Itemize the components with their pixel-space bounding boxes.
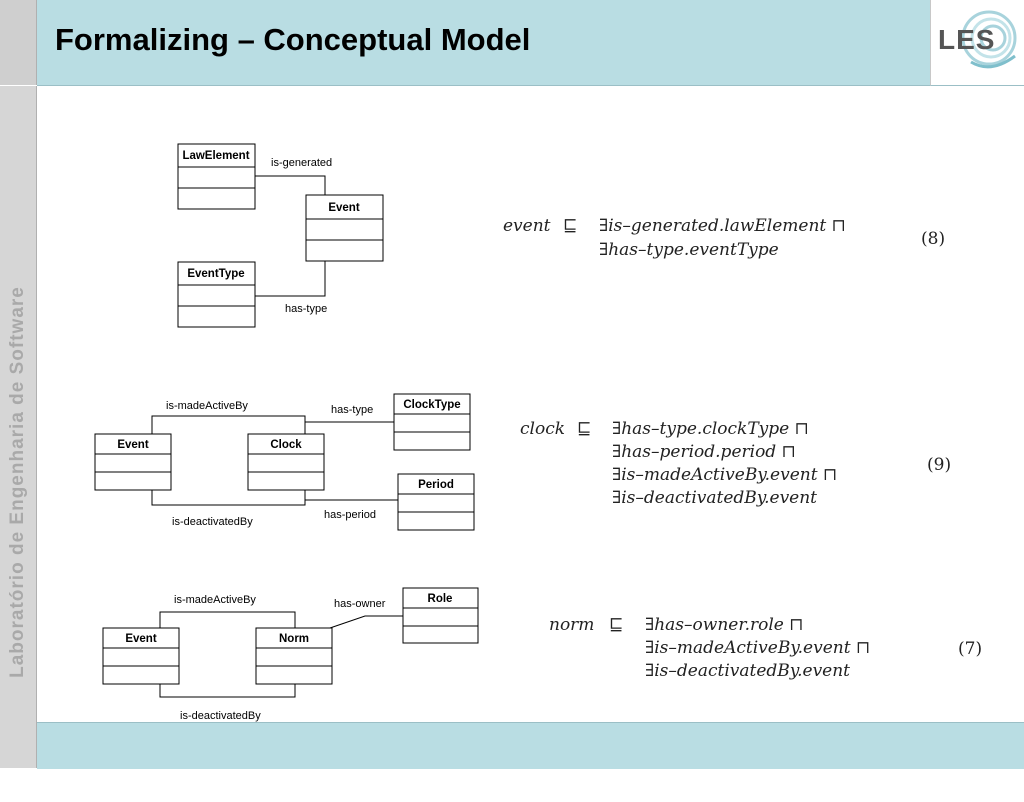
- class-name-eventtype: EventType: [187, 268, 244, 280]
- class-name-clock: Clock: [270, 439, 302, 451]
- relation-label-is-generated: is-generated: [271, 157, 332, 169]
- class-name-lawelement: LawElement: [182, 150, 249, 162]
- formula-line: ∃is–madeActiveBy.event ⊓: [612, 465, 838, 485]
- slide-title: Formalizing – Conceptual Model: [55, 22, 531, 57]
- connector-is-madeActiveBy: [151, 415, 306, 434]
- connector-has-owner: [329, 615, 403, 629]
- connector-has-type: [304, 421, 394, 434]
- relation-label-is-deactivatedBy: is-deactivatedBy: [172, 516, 253, 528]
- formula-line: ∃is–madeActiveBy.event ⊓: [645, 638, 871, 658]
- formula-line: ∃is–deactivatedBy.event: [645, 661, 851, 681]
- formula-lhs: norm: [549, 615, 595, 635]
- relation-label-has-type: has-type: [285, 303, 327, 315]
- class-box-role: [402, 587, 479, 644]
- connector-has-period: [304, 490, 398, 501]
- class-name-event: Event: [328, 202, 359, 214]
- class-name-event: Event: [125, 633, 156, 645]
- class-box-event: [305, 194, 384, 262]
- class-name-norm: Norm: [279, 633, 309, 645]
- class-box-period: [397, 473, 475, 531]
- formula-lhs: clock: [520, 419, 566, 439]
- uml-diagrams: LawElement Event EventType Event Clock C…: [94, 143, 479, 722]
- formula-line: ∃is–deactivatedBy.event: [612, 488, 818, 508]
- class-box-lawelement: [177, 143, 256, 210]
- class-box-event: [94, 433, 172, 491]
- equation-number: (8): [921, 229, 946, 249]
- class-box-eventtype: [177, 261, 256, 328]
- class-name-event: Event: [117, 439, 148, 451]
- logo-swirl-icon: [961, 10, 1017, 69]
- header-bar: [37, 0, 930, 86]
- relation-label-has-period: has-period: [324, 509, 376, 521]
- class-name-clocktype: ClockType: [403, 399, 460, 411]
- class-box-clocktype: [393, 393, 471, 451]
- formula-line: ∃is–generated.lawElement ⊓: [599, 216, 846, 236]
- formula-lhs: event: [503, 216, 551, 236]
- connector-is-deactivatedBy: [151, 490, 306, 506]
- equation-number: (7): [958, 639, 983, 659]
- class-box-event: [102, 627, 180, 685]
- header-corner: [0, 0, 37, 85]
- connector-is-generated: [255, 175, 326, 195]
- sidebar: Laboratório de Engenharia de Software: [0, 86, 37, 768]
- subsumes-symbol: ⊑: [563, 216, 578, 236]
- logo-text: LES: [938, 24, 996, 55]
- equation-number: (9): [927, 455, 952, 475]
- class-box-clock: [247, 433, 325, 491]
- subsumes-symbol: ⊑: [577, 419, 592, 439]
- relation-label-is-madeActiveBy: is-madeActiveBy: [174, 594, 256, 606]
- formula-line: ∃has–owner.role ⊓: [645, 615, 804, 635]
- relation-label-is-deactivatedBy: is-deactivatedBy: [180, 710, 261, 722]
- formula-line: ∃has–type.eventType: [599, 240, 779, 260]
- relation-label-has-owner: has-owner: [334, 598, 386, 610]
- relation-label-has-type: has-type: [331, 404, 373, 416]
- connector-is-deactivatedBy: [159, 684, 296, 698]
- formula-line: ∃has–type.clockType ⊓: [612, 419, 809, 439]
- formula-line: ∃has–period.period ⊓: [612, 442, 796, 462]
- class-name-period: Period: [418, 479, 454, 491]
- relation-label-is-madeActiveBy: is-madeActiveBy: [166, 400, 248, 412]
- class-box-norm: [255, 627, 333, 685]
- subsumes-symbol: ⊑: [609, 615, 624, 635]
- connector-is-madeActiveBy: [159, 611, 296, 628]
- les-logo: [930, 0, 1024, 86]
- class-name-role: Role: [428, 593, 453, 605]
- footer-bar: [37, 722, 1024, 769]
- connector-has-type: [255, 261, 326, 297]
